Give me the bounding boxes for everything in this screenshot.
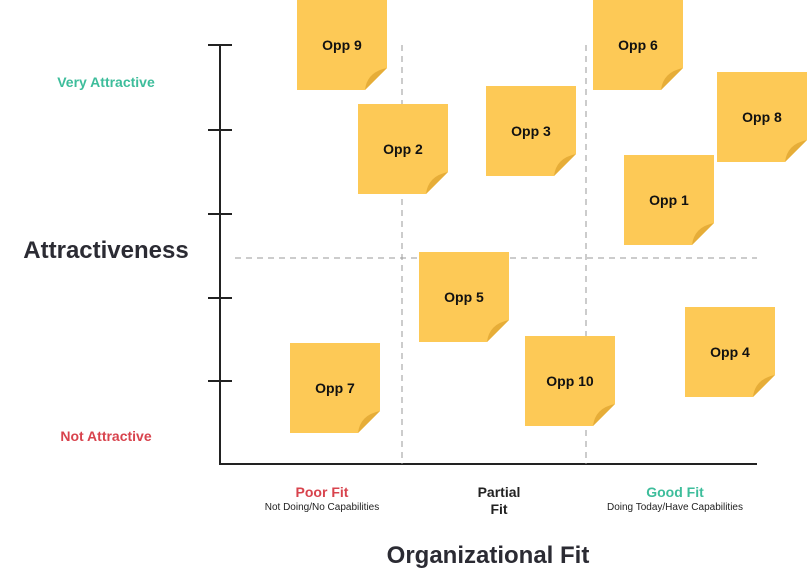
y-axis-title: Attractiveness [23, 237, 189, 264]
sticky-note-opp-8[interactable]: Opp 8 [717, 72, 807, 162]
sticky-note-label: Opp 7 [315, 380, 355, 396]
sticky-note-label: Opp 6 [618, 37, 658, 53]
sticky-note-label: Opp 10 [546, 373, 594, 389]
sticky-note-label: Opp 4 [710, 344, 750, 360]
sticky-note-shape [525, 336, 615, 426]
sticky-note-label: Opp 3 [511, 123, 551, 139]
x-category-label: Partial Fit [477, 484, 521, 517]
x-category-label: Good Fit [646, 484, 704, 500]
not-attractive-label: Not Attractive [60, 428, 152, 444]
x-category-poor-fit: Poor Fit Not Doing/No Capabilities [246, 484, 398, 513]
x-category-good-fit: Good Fit Doing Today/Have Capabilities [593, 484, 757, 513]
very-attractive-label: Very Attractive [57, 74, 155, 90]
sticky-note-shape [290, 343, 380, 433]
x-category-partial-fit: Partial Fit [469, 484, 529, 518]
sticky-note-opp-2[interactable]: Opp 2 [358, 104, 448, 194]
sticky-note-label: Opp 5 [444, 289, 484, 305]
sticky-note-label: Opp 2 [383, 141, 423, 157]
x-category-sub: Not Doing/No Capabilities [264, 502, 380, 513]
sticky-note-label: Opp 9 [322, 37, 362, 53]
sticky-note-label: Opp 8 [742, 109, 782, 125]
sticky-note-shape [593, 0, 683, 90]
sticky-note-opp-7[interactable]: Opp 7 [290, 343, 380, 433]
x-category-sub: Doing Today/Have Capabilities [606, 502, 743, 513]
sticky-note-shape [685, 307, 775, 397]
sticky-note-opp-5[interactable]: Opp 5 [419, 252, 509, 342]
x-axis-title: Organizational Fit [386, 542, 590, 569]
sticky-note-opp-4[interactable]: Opp 4 [685, 307, 775, 397]
x-category-label: Poor Fit [295, 484, 349, 500]
sticky-note-shape [419, 252, 509, 342]
sticky-note-opp-6[interactable]: Opp 6 [593, 0, 683, 90]
sticky-note-opp-10[interactable]: Opp 10 [525, 336, 615, 426]
sticky-note-shape [297, 0, 387, 90]
sticky-note-opp-3[interactable]: Opp 3 [486, 86, 576, 176]
sticky-note-shape [486, 86, 576, 176]
sticky-note-opp-1[interactable]: Opp 1 [624, 155, 714, 245]
sticky-note-shape [717, 72, 807, 162]
sticky-note-shape [358, 104, 448, 194]
sticky-note-label: Opp 1 [649, 192, 689, 208]
sticky-note-shape [624, 155, 714, 245]
sticky-note-opp-9[interactable]: Opp 9 [297, 0, 387, 90]
